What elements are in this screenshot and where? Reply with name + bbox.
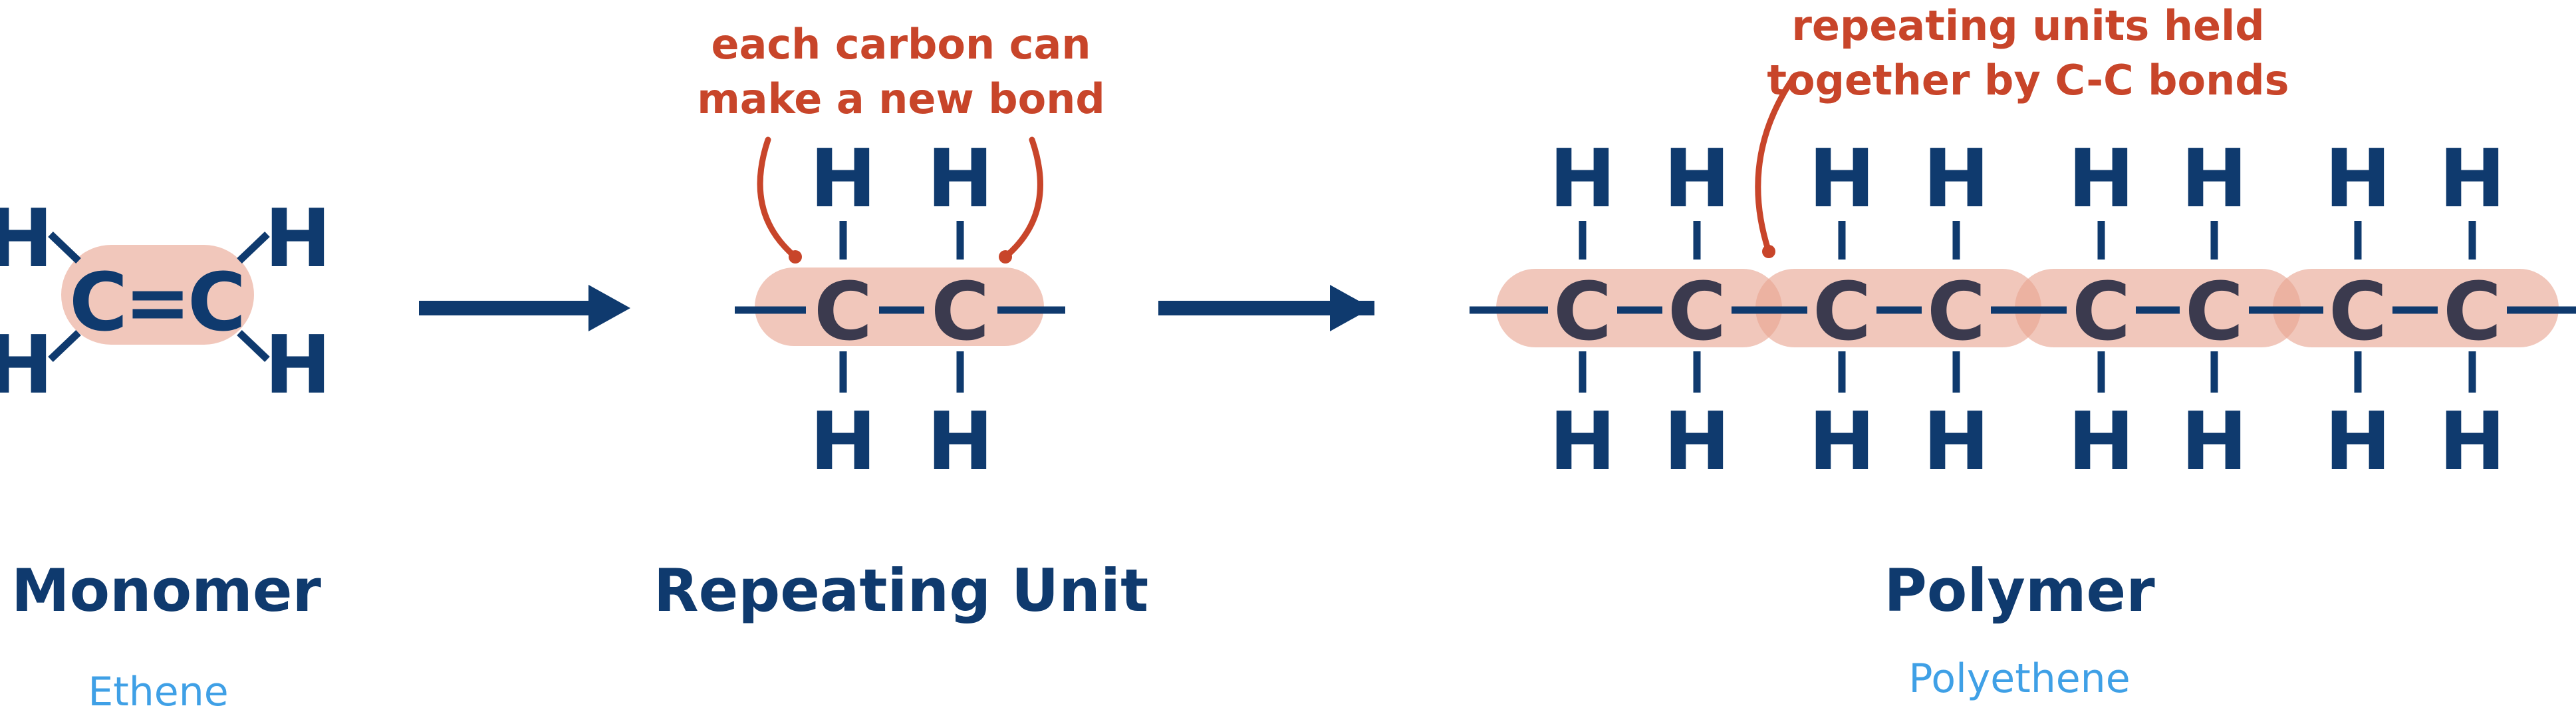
repeating-unit-title: Repeating Unit: [654, 556, 1148, 625]
polymer-hydrogen-bottom-4: H: [1923, 396, 1990, 488]
ru-annotation-pointer-right: [1002, 136, 1043, 260]
ru-hydrogen-top-1: H: [810, 133, 876, 226]
monomer-highlight: [61, 245, 254, 345]
polymer-hydrogen-top-3: H: [1809, 133, 1875, 226]
monomer-bond-top-right: [237, 232, 270, 264]
polymer-annotation-line-2: together by C-C bonds: [1767, 56, 2289, 104]
monomer-bond-bottom-left: [48, 330, 81, 362]
polymer-hydrogen-bottom-6: H: [2181, 396, 2248, 488]
monomer-molecule: C = C H H H H: [0, 193, 331, 412]
monomer-hydrogen-bottom-left: H: [0, 319, 53, 412]
polymer-hydrogen-bottom-1: H: [1549, 396, 1616, 488]
monomer-bond-top-left: [48, 232, 81, 264]
reaction-arrow-1: [419, 285, 630, 331]
monomer-double-bond: =: [124, 257, 192, 349]
monomer-title: Monomer: [11, 556, 322, 625]
polymer-hydrogen-top-5: H: [2068, 133, 2134, 226]
monomer-bond-bottom-right: [237, 330, 270, 362]
monomer-hydrogen-top-right: H: [265, 193, 331, 285]
monomer-hydrogen-top-left: H: [0, 193, 53, 285]
polymer-carbon-5: C: [2072, 266, 2130, 359]
ru-hydrogen-top-2: H: [927, 133, 993, 226]
polymer-carbon-7: C: [2329, 266, 2387, 359]
polymer-hydrogen-bottom-5: H: [2068, 396, 2134, 488]
repeating-unit-molecule: C C H H H H each carbon can make a new b…: [697, 20, 1105, 488]
ru-hydrogen-bottom-2: H: [927, 396, 993, 488]
polymer-carbon-2: C: [1668, 266, 1726, 359]
polymer-carbon-1: C: [1553, 266, 1612, 359]
polymer-title: Polymer: [1884, 556, 2155, 625]
polymer-hydrogen-top-1: H: [1549, 133, 1616, 226]
polymer-hydrogen-bottom-2: H: [1664, 396, 1730, 488]
ru-annotation-line-2: make a new bond: [697, 75, 1105, 123]
polymer-carbon-8: C: [2443, 266, 2502, 359]
polymer-hydrogen-bottom-7: H: [2325, 396, 2391, 488]
polymer-carbon-4: C: [1927, 266, 1986, 359]
monomer-name: Ethene: [88, 669, 228, 708]
polymer-hydrogen-top-4: H: [1923, 133, 1990, 226]
ru-carbon-2: C: [931, 266, 989, 359]
polymer-carbon-3: C: [1813, 266, 1871, 359]
polymer-carbon-6: C: [2185, 266, 2244, 359]
ru-annotation-line-1: each carbon can: [711, 20, 1091, 69]
polymer-hydrogen-top-7: H: [2325, 133, 2391, 226]
polymer-hydrogen-top-6: H: [2181, 133, 2248, 226]
polymer-molecule: C C C C C C C C H H H H H H H H H H H H …: [1470, 1, 2576, 488]
ru-carbon-1: C: [814, 266, 872, 359]
polymer-hydrogen-top-2: H: [1664, 133, 1730, 226]
ru-annotation-pointer-left: [757, 136, 799, 260]
polymer-annotation-pointer: [1755, 77, 1795, 255]
polymer-annotation-line-1: repeating units held: [1791, 1, 2264, 50]
polymer-hydrogen-bottom-8: H: [2439, 396, 2506, 488]
ru-hydrogen-bottom-1: H: [810, 396, 876, 488]
polymer-hydrogen-top-8: H: [2439, 133, 2506, 226]
monomer-hydrogen-bottom-right: H: [265, 319, 331, 412]
polymer-hydrogen-bottom-3: H: [1809, 396, 1875, 488]
monomer-carbon-right: C: [188, 257, 246, 349]
polymer-name: Polyethene: [1908, 655, 2130, 702]
reaction-arrow-2: [1158, 285, 1374, 331]
